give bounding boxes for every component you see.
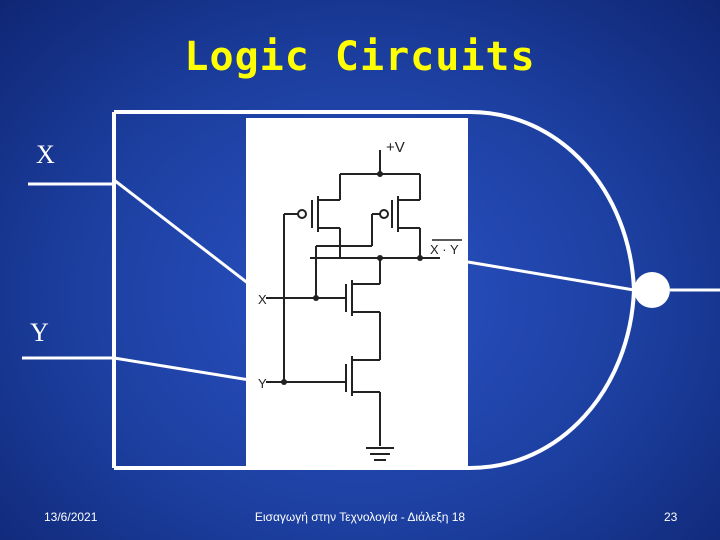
output-label: X · Y bbox=[430, 242, 459, 257]
footer-page-number: 23 bbox=[664, 510, 678, 524]
input-y-label: Y bbox=[30, 318, 49, 347]
footer-course: Εισαγωγή στην Τεχνολογία - Διάλεξη 18 bbox=[254, 510, 466, 524]
inversion-bubble bbox=[634, 272, 670, 308]
output-lead bbox=[467, 260, 635, 292]
slide-title: Logic Circuits bbox=[184, 34, 536, 80]
schematic-panel bbox=[246, 118, 468, 468]
footer-date: 13/6/2021 bbox=[44, 510, 98, 524]
supply-label: +V bbox=[386, 139, 405, 156]
input-x-lead bbox=[113, 178, 263, 296]
input-x-label: X bbox=[36, 140, 55, 169]
input-y-lead bbox=[113, 356, 263, 384]
gate-y-label: Y bbox=[258, 376, 267, 391]
gate-x-label: X bbox=[258, 292, 267, 307]
